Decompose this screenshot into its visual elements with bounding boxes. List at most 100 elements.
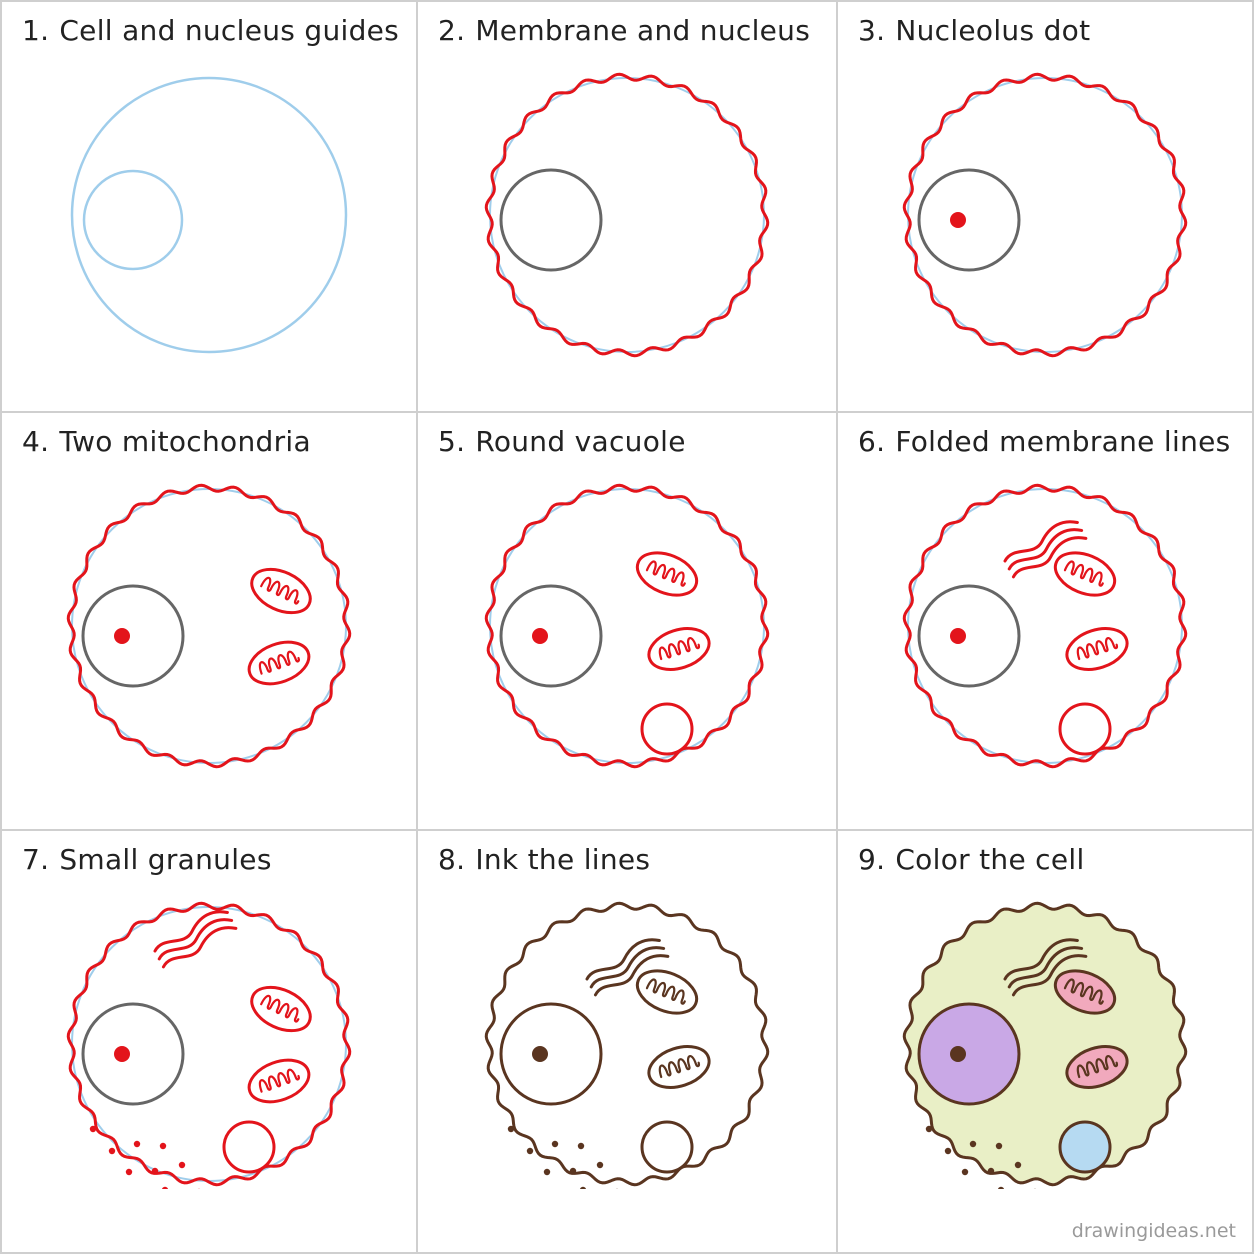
granule [579, 1186, 587, 1189]
nucleolus [950, 212, 966, 228]
mitochondrion-cristae [1076, 1055, 1119, 1079]
mitochondrion-cristae [645, 978, 686, 1005]
cell-membrane [902, 483, 1188, 769]
membrane-fold-line [589, 946, 666, 989]
granule [577, 1142, 585, 1150]
step-number: 1. [22, 14, 50, 47]
step-caption: 3.Nucleolus dot [858, 14, 1090, 47]
granule [89, 1125, 97, 1133]
membrane-fold-line [157, 918, 234, 961]
folded-membrane-lines [1003, 520, 1088, 579]
mitochondrion-cristae [260, 576, 300, 605]
nucleolus [950, 628, 966, 644]
mitochondrion [1065, 627, 1129, 671]
step-panel-3: 3.Nucleolus dot [838, 2, 1252, 413]
nucleolus [114, 1046, 130, 1062]
mitochondrion [250, 567, 312, 615]
cell-drawing [902, 901, 1188, 1189]
folded-membrane-lines [585, 938, 670, 997]
step-caption: 7.Small granules [22, 843, 272, 876]
mitochondrion-outer-membrane [635, 969, 699, 1015]
step-title: Membrane and nucleus [475, 14, 811, 47]
membrane-fold-line [1007, 946, 1084, 989]
vacuole [640, 1120, 694, 1174]
mitochondrion-outer-membrane [247, 1058, 311, 1104]
membrane-fold-line [1003, 520, 1079, 563]
step-panel-5: 5.Round vacuole [418, 413, 838, 831]
cell-membrane [66, 901, 352, 1187]
vacuole [1058, 702, 1112, 756]
cell-drawing [484, 72, 770, 358]
nucleus [499, 584, 603, 688]
granule [987, 1167, 995, 1175]
step-number: 5. [438, 425, 466, 458]
step-number: 6. [858, 425, 886, 458]
mitochondrion-cristae [260, 994, 300, 1023]
cell-drawing [484, 901, 770, 1189]
granule [161, 1186, 169, 1189]
granule [969, 1140, 977, 1148]
step-caption: 4. Two mitochondria [22, 425, 311, 458]
step-number: 2. [438, 14, 466, 47]
granule [995, 1142, 1003, 1150]
granule [543, 1168, 551, 1176]
nucleus [81, 584, 185, 688]
mitochondrion [247, 1058, 311, 1104]
step-caption: 6. Folded membrane lines [858, 425, 1231, 458]
mitochondrion [635, 551, 699, 597]
folded-membrane-lines [1003, 938, 1088, 997]
mitochondrion-cristae [258, 1068, 300, 1093]
membrane-fold-line [161, 926, 238, 969]
mitochondrion [1065, 1045, 1129, 1089]
site-watermark: drawingideas.net [1071, 1220, 1236, 1242]
cell-membrane [484, 483, 770, 769]
vacuole [1058, 1120, 1112, 1174]
nucleus [917, 584, 1021, 688]
vacuole [640, 702, 694, 756]
mitochondrion-cristae [658, 1055, 701, 1079]
nucleolus [532, 1046, 548, 1062]
cell-membrane [484, 72, 770, 358]
vacuole [222, 1120, 276, 1174]
step-caption: 8.Ink the lines [438, 843, 650, 876]
nucleus [499, 168, 603, 272]
mitochondrion-outer-membrane [247, 640, 311, 686]
cell-membrane [902, 901, 1188, 1187]
mitochondrion-outer-membrane [647, 627, 711, 671]
cell-drawing [70, 76, 348, 354]
granule [526, 1147, 534, 1155]
granule [125, 1168, 133, 1176]
granule [1014, 1161, 1022, 1169]
step-number: 3. [858, 14, 886, 47]
step-number: 4. [22, 425, 50, 458]
step-title: Two mitochondria [59, 425, 311, 458]
nucleolus [950, 1046, 966, 1062]
membrane-fold-line [153, 910, 229, 953]
cell-drawing [902, 72, 1188, 358]
mitochondrion-outer-membrane [250, 567, 312, 615]
mitochondrion-cristae [1076, 637, 1119, 661]
granule [925, 1125, 933, 1133]
step-caption: 1. Cell and nucleus guides [22, 14, 399, 47]
cell-drawing [902, 483, 1188, 769]
mitochondrion-cristae [658, 637, 701, 661]
step-caption: 9.Color the cell [858, 843, 1085, 876]
membrane-fold-line [1007, 528, 1084, 571]
mitochondrion [1053, 551, 1117, 597]
step-title: Cell and nucleus guides [59, 14, 400, 47]
nucleus [499, 1002, 603, 1106]
cell-membrane [484, 901, 770, 1187]
mitochondrion-cristae [1063, 560, 1104, 587]
cell-drawing [484, 483, 770, 769]
granule [151, 1167, 159, 1175]
mitochondrion-outer-membrane [635, 551, 699, 597]
granule [961, 1168, 969, 1176]
mitochondrion [1053, 969, 1117, 1015]
step-panel-9: 9.Color the cell [838, 831, 1252, 1252]
step-title: Folded membrane lines [895, 425, 1231, 458]
granule [997, 1186, 1005, 1189]
mitochondrion-outer-membrane [1053, 551, 1117, 597]
cell-drawing [66, 483, 352, 769]
granule [596, 1161, 604, 1169]
